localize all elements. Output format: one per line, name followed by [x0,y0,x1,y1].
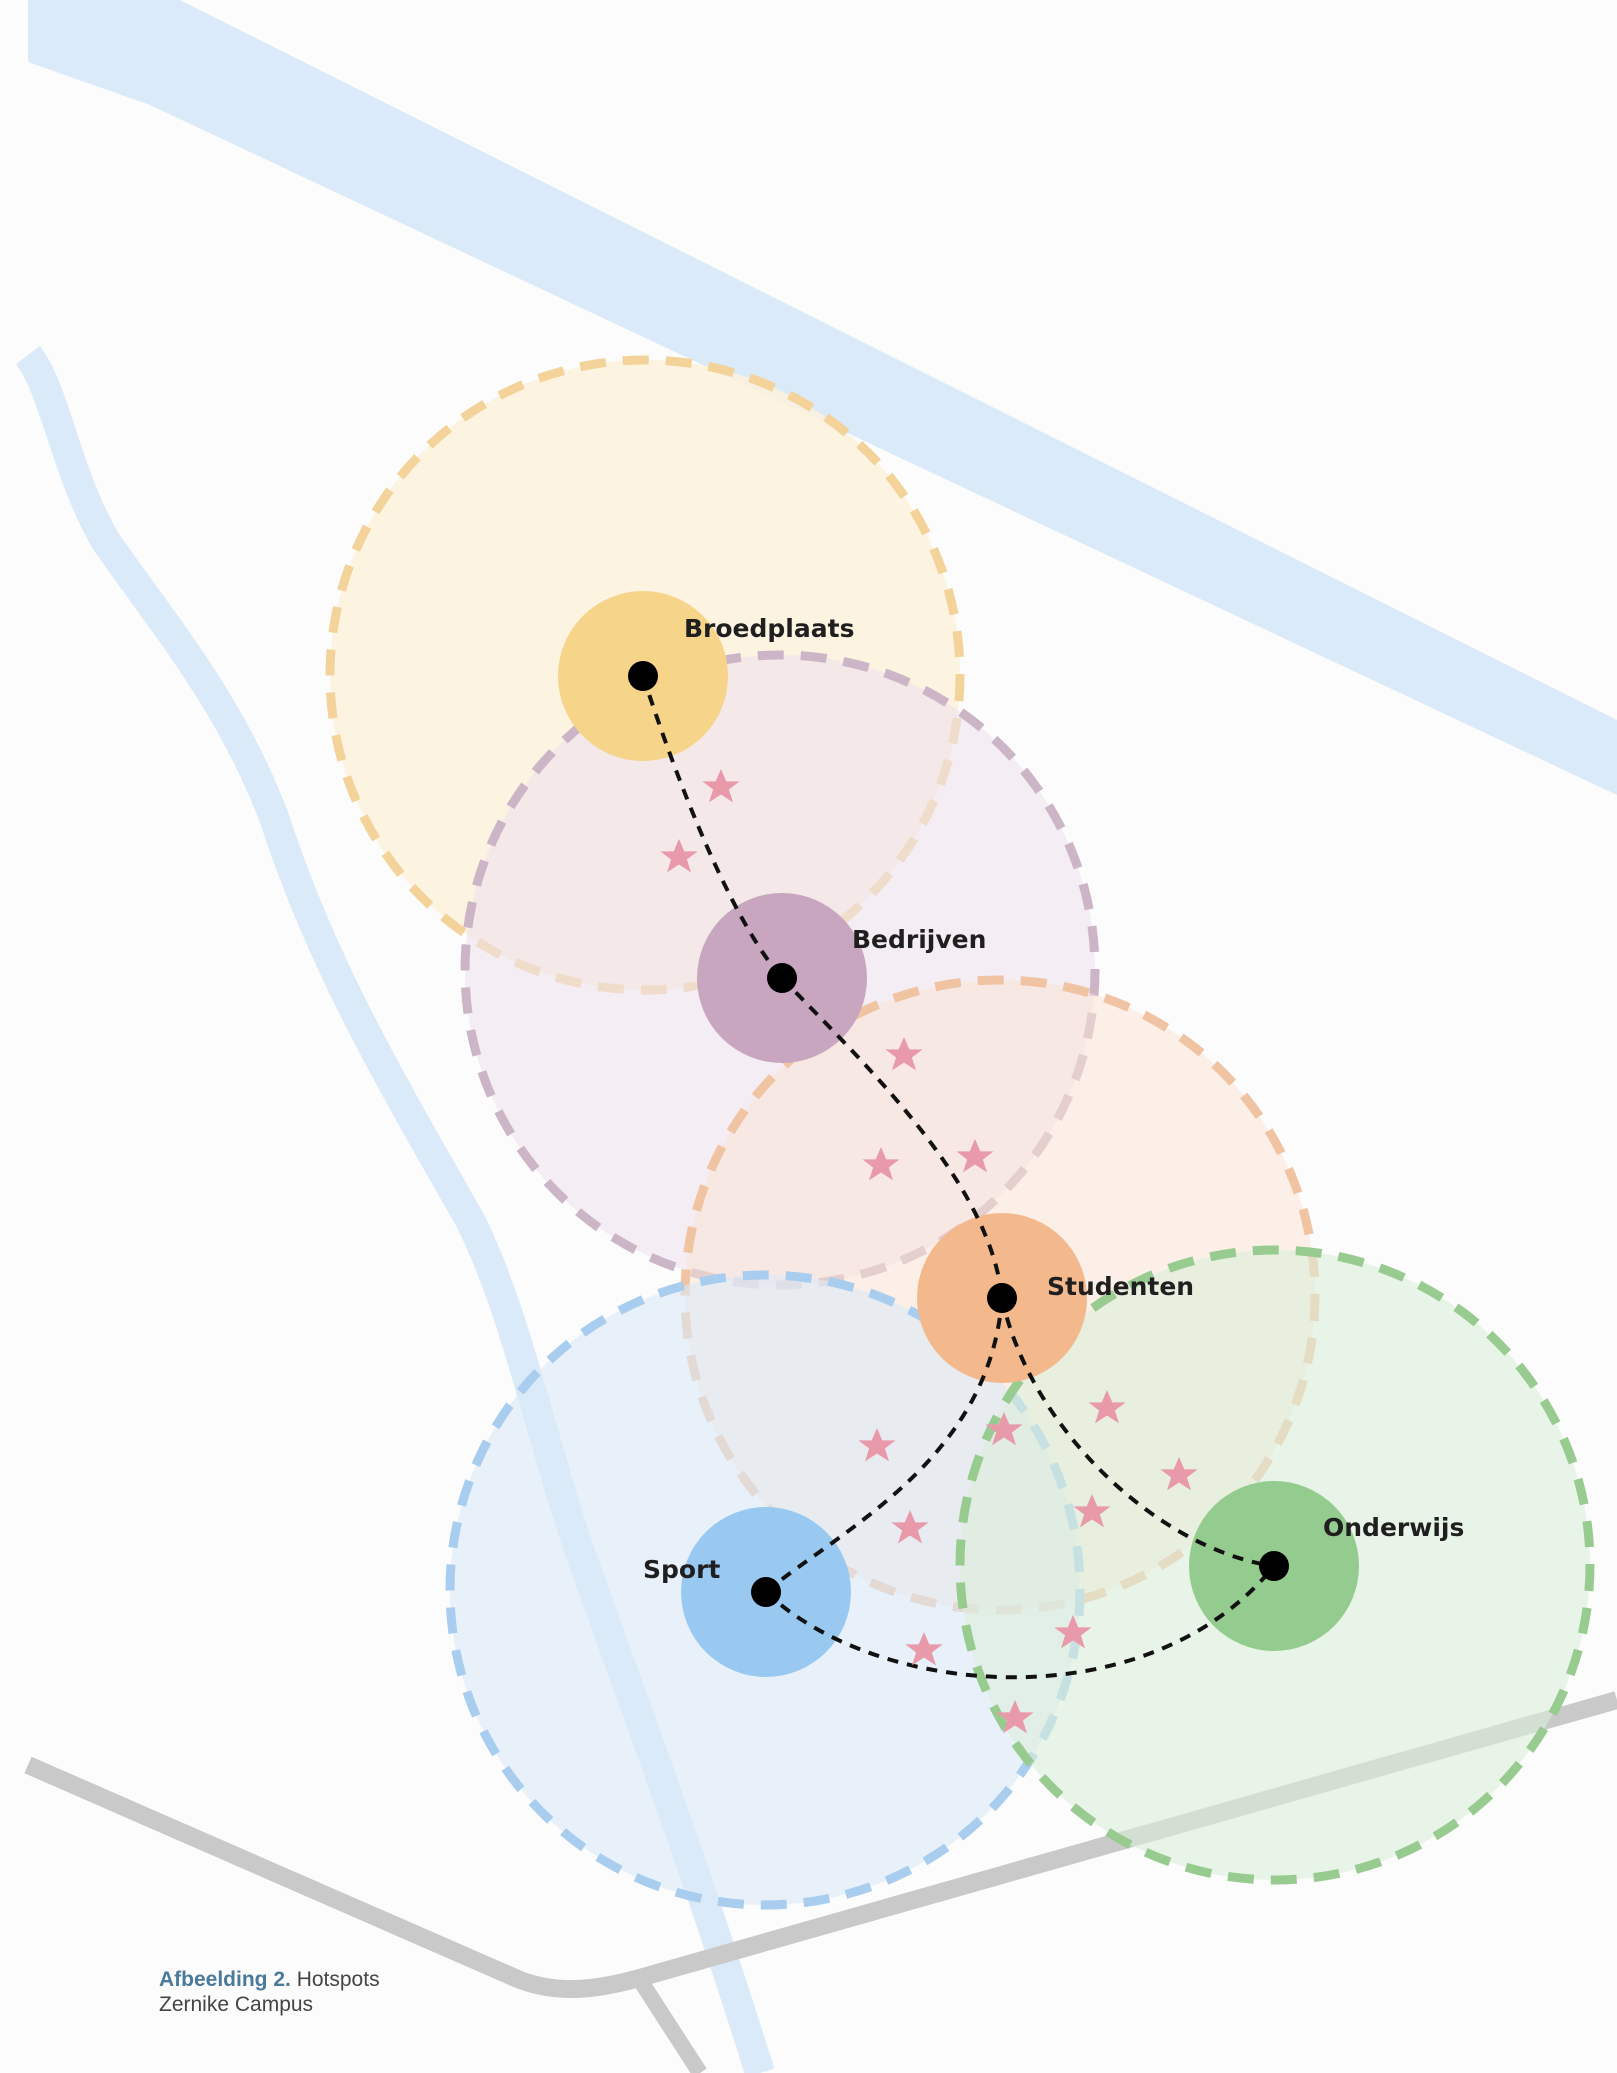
label-bedrijven: Bedrijven [852,925,986,954]
star-icon [985,1412,1023,1446]
caption-number: Afbeelding 2. [159,1968,291,1991]
link-bedrijven-studenten [780,976,1004,1299]
star-icon [956,1139,994,1173]
star-icon [660,839,698,873]
star-icon [858,1428,896,1462]
dot-broedplaats [628,661,658,691]
link-studenten-onderwijs [1000,1297,1275,1568]
link-broedplaats-bedrijven [641,675,784,980]
star-icon [1073,1494,1111,1528]
star-icon [1088,1390,1126,1424]
road-main [24,1691,1617,1999]
road-branch [633,1975,707,2073]
caption-title: Hotspots [296,1968,380,1991]
label-sport: Sport [643,1555,720,1584]
dot-sport [751,1577,781,1607]
star-icon [702,769,740,803]
link-studenten-sport [764,1297,1004,1594]
dot-studenten [987,1283,1017,1313]
caption-subtitle: Zernike Campus [159,1993,314,2016]
star-icon [885,1037,923,1071]
star-icon [1054,1615,1092,1649]
star-icon [1160,1457,1198,1491]
star-icon [996,1700,1034,1734]
label-studenten: Studenten [1047,1272,1194,1301]
caption-line-1: Afbeelding 2. Hotspots [159,1967,380,1992]
link-sport-onderwijs [764,1564,1276,1680]
canal-top [28,0,1617,795]
star-icon [905,1632,943,1666]
hotspot-stars [660,769,1198,1734]
star-icon [862,1147,900,1181]
dot-bedrijven [767,963,797,993]
hotspot-center-dots [628,661,1289,1607]
label-onderwijs: Onderwijs [1323,1513,1464,1542]
dot-onderwijs [1259,1551,1289,1581]
star-icon [891,1510,929,1544]
label-broedplaats: Broedplaats [684,614,854,643]
figure-caption: Afbeelding 2. Hotspots Zernike Campus [159,1967,380,2017]
connection-lines [641,675,1276,1680]
